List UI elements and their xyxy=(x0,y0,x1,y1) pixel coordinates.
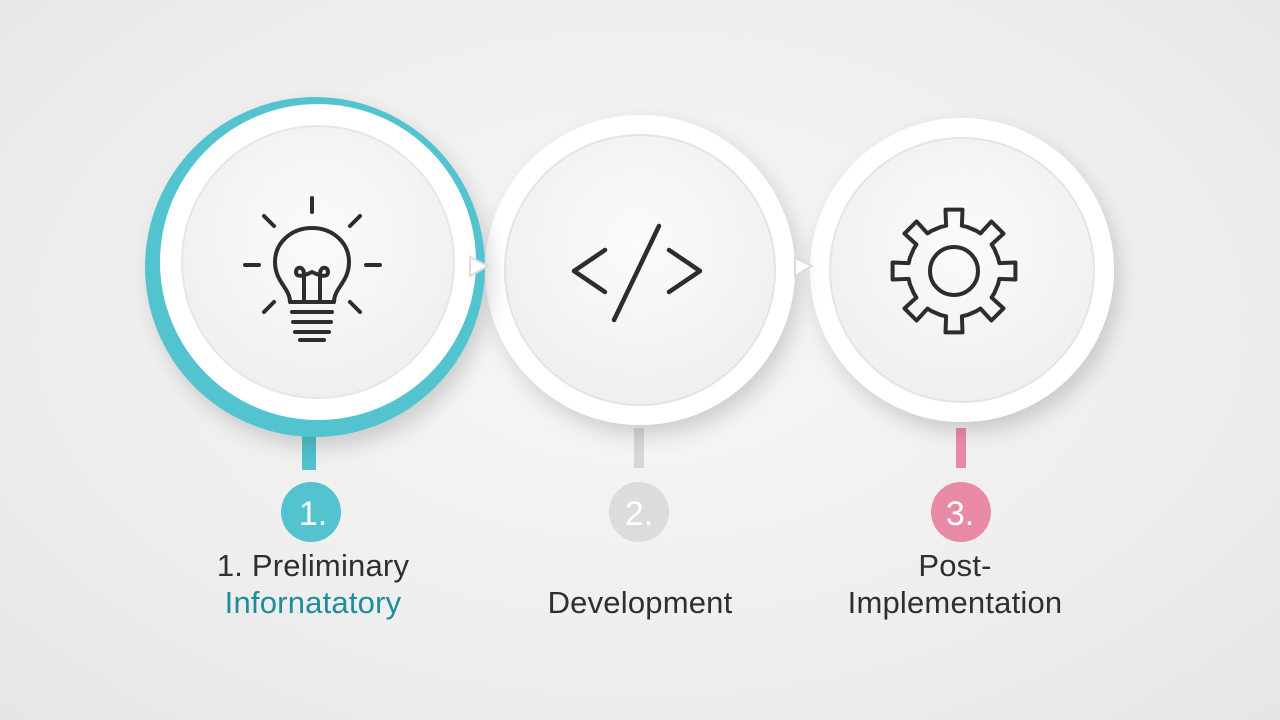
step-circle-3 xyxy=(810,118,1114,422)
connector-stem-2 xyxy=(634,428,644,468)
step-badge-3: 3. xyxy=(931,482,991,542)
step-badge-1: 1. xyxy=(281,482,341,542)
code-icon xyxy=(571,223,703,323)
svg-text:1.: 1. xyxy=(299,495,327,533)
gear-icon xyxy=(890,207,1018,335)
step-1-title-line1: 1. Preliminary xyxy=(216,548,410,583)
svg-text:3.: 3. xyxy=(946,495,974,533)
step-1-title-line2: Infornatatory xyxy=(224,585,402,620)
step-2-title-line2: Development xyxy=(547,585,733,620)
step-label-3: Post- Implementation xyxy=(805,547,1105,621)
connector-stem-1 xyxy=(302,430,316,470)
connector-stem-3 xyxy=(956,428,966,468)
connector-arrow-2-3 xyxy=(794,256,815,278)
step-3-title-line2: Implementation xyxy=(847,585,1063,620)
step-3-title-line1: Post- xyxy=(918,548,992,583)
step-label-2: Development xyxy=(490,547,790,621)
lightbulb-icon xyxy=(243,196,382,342)
step-label-1: 1. Preliminary Infornatatory xyxy=(163,547,463,621)
step-circle-1 xyxy=(145,97,485,437)
step-2-title-line1 xyxy=(490,547,790,584)
svg-text:2.: 2. xyxy=(625,495,653,533)
step-badge-2: 2. xyxy=(609,482,669,542)
connector-arrow-1-2 xyxy=(469,255,491,278)
